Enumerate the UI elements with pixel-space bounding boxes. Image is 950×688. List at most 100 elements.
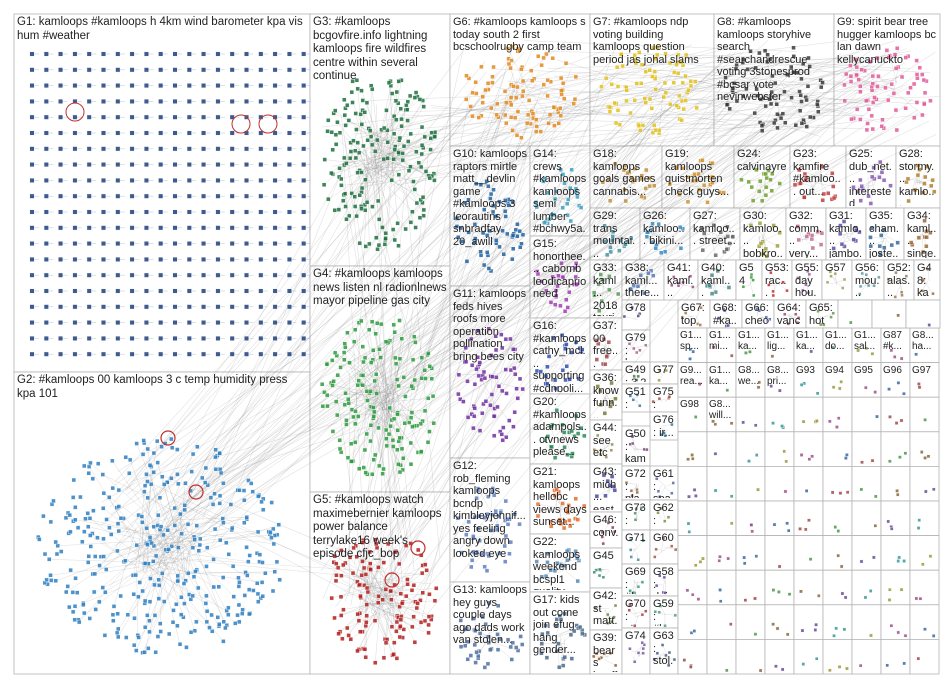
group-node	[806, 55, 811, 61]
group-node	[357, 466, 362, 471]
intra-group-edge	[364, 581, 385, 586]
group-node	[175, 573, 180, 579]
group-node	[683, 311, 688, 315]
group-node	[511, 424, 516, 429]
group-node	[749, 184, 754, 190]
g1-node	[186, 288, 192, 294]
intra-group-edge	[376, 173, 424, 198]
group-node	[668, 102, 673, 107]
group-node	[920, 112, 925, 118]
group-node	[82, 529, 87, 534]
group-node	[756, 189, 762, 194]
inter-group-edge	[110, 370, 362, 515]
tiny-group-node	[914, 352, 918, 357]
tiny-group-node	[713, 451, 718, 456]
tiny-group-node	[718, 588, 722, 592]
group-node	[724, 247, 729, 252]
intra-group-edge	[603, 658, 616, 666]
intra-group-edge	[559, 503, 563, 520]
group-node	[393, 98, 399, 104]
group-node	[676, 52, 681, 57]
intra-group-edge	[179, 565, 214, 588]
inter-group-edge	[405, 87, 903, 440]
inter-group-edge	[187, 71, 499, 499]
group-node	[609, 380, 614, 386]
group-node	[331, 379, 336, 384]
group-node	[625, 170, 630, 176]
group-node	[333, 142, 339, 147]
group-node	[471, 549, 476, 555]
group-node	[486, 494, 491, 499]
intra-group-edge	[370, 398, 429, 404]
group-node	[478, 182, 484, 187]
g1-node	[86, 272, 92, 278]
group-node	[362, 447, 368, 453]
group-node	[744, 86, 749, 92]
group-node	[513, 95, 519, 101]
group-node	[552, 493, 557, 498]
group-node	[641, 291, 647, 296]
tiny-group-node	[808, 557, 813, 561]
group-node	[508, 115, 514, 120]
group-node	[334, 561, 339, 566]
group-node	[88, 533, 93, 538]
group-node	[326, 118, 331, 123]
g1-node	[101, 67, 106, 73]
intra-group-edge	[348, 385, 371, 400]
group-node	[49, 578, 54, 583]
group-node	[487, 228, 493, 234]
g1-node	[58, 209, 64, 215]
g1-node	[129, 288, 135, 294]
intra-group-edge	[893, 67, 899, 94]
tiny-group-node	[815, 419, 819, 423]
group-node	[110, 458, 115, 464]
group-node	[343, 123, 348, 128]
g1-node	[101, 351, 106, 357]
group-node	[85, 511, 90, 516]
group-node	[335, 120, 340, 125]
group-node	[660, 506, 664, 511]
intra-group-edge	[157, 562, 224, 642]
intra-group-edge	[384, 387, 394, 447]
group-node	[491, 492, 497, 498]
g1-node	[301, 177, 307, 183]
group-node	[778, 115, 784, 121]
g1-node	[244, 177, 249, 183]
group-node	[554, 486, 559, 492]
group-node	[545, 381, 550, 387]
g1-node	[29, 193, 35, 199]
inter-group-edge	[404, 76, 900, 184]
group-node	[558, 105, 563, 111]
g1-node	[258, 162, 264, 168]
group-node	[849, 116, 854, 122]
group-node	[396, 79, 401, 84]
g1-node	[72, 288, 78, 294]
intra-group-edge	[152, 535, 167, 550]
group-node	[48, 573, 53, 578]
group-node	[223, 625, 228, 631]
intra-group-edge	[385, 552, 396, 600]
g1-node	[29, 320, 35, 326]
tiny-group-node	[807, 457, 812, 461]
group-node	[759, 128, 765, 133]
group-node	[491, 64, 496, 70]
group-node	[360, 559, 365, 564]
intra-group-edge	[372, 582, 399, 618]
intra-group-edge	[375, 409, 393, 456]
group-node	[667, 181, 672, 187]
g1-node	[286, 51, 292, 57]
group-node	[204, 593, 209, 599]
group-node	[380, 225, 385, 230]
g1-node	[244, 51, 249, 57]
tiny-group-node	[687, 494, 691, 499]
group-node	[425, 396, 431, 401]
cell-frame-g75	[649, 383, 679, 413]
group-node	[355, 140, 360, 145]
group-node	[782, 89, 787, 94]
group-node	[72, 617, 77, 622]
group-node	[796, 316, 801, 320]
group-node	[458, 396, 463, 402]
intra-group-edge	[623, 170, 626, 186]
group-node	[193, 569, 198, 574]
group-node	[628, 110, 633, 116]
